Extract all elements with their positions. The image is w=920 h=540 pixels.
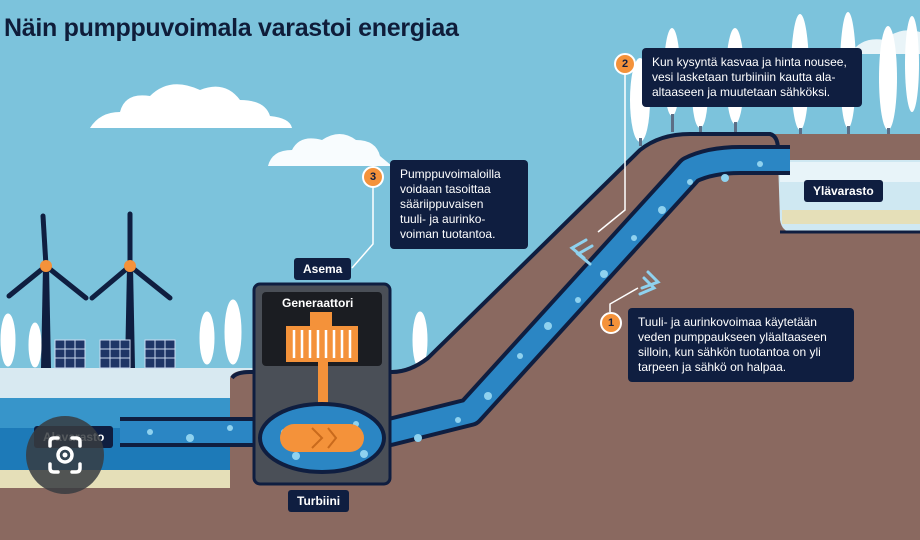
callout-2: Kun kysyntä kasvaa ja hinta nousee, vesi… [642,48,862,107]
upper-reservoir-label: Ylävarasto [804,180,883,202]
step-badge-3: 3 [362,166,384,188]
callout-3-line: Pumppuvoimaloilla [400,167,501,181]
solar-panel-icon [54,339,176,369]
callout-3-line: sääriippuvaisen [400,197,484,211]
double-chevron-down-left-icon [569,238,594,266]
leader-line-1 [609,287,639,312]
callout-2-line: altaaseen ja muutetaan sähköksi. [652,85,831,99]
leader-line-3 [351,186,374,269]
generator-label: Generaattori [282,296,354,310]
generator-icon [286,312,358,362]
wind-turbine-icon [6,213,89,368]
callout-1-line: tarpeen ja sähkö on halpaa. [638,360,787,374]
callout-1-line: veden pumppaukseen yläaltaaseen [638,330,827,344]
callout-1-line: silloin, kun sähkön tuotantoa on yli [638,345,821,359]
callout-1-line: Tuuli- ja aurinkovoimaa käytetään [638,315,817,329]
callout-3-line: voiman tuotantoa. [400,227,496,241]
upper-reservoir-sand [782,210,920,224]
page-title: Näin pumppuvoimala varastoi energiaa [4,14,459,42]
turbine-shaft [318,362,328,424]
callout-3: Pumppuvoimaloilla voidaan tasoittaa säär… [390,160,528,249]
step-badge-2: 2 [614,53,636,75]
callout-2-line: Kun kysyntä kasvaa ja hinta nousee, [652,55,847,69]
visual-search-lens-button[interactable] [26,416,104,494]
turbine-label: Turbiini [288,490,350,512]
penstock-pipe [120,149,790,443]
callout-3-line: tuuli- ja aurinko- [400,212,486,226]
snow-field [0,368,260,398]
hill-outline [230,132,780,380]
water-bubbles [147,161,763,442]
callout-2-line: vesi lasketaan turbiiniin kautta ala- [652,70,836,84]
cloud-icon [222,134,392,166]
tree-icon [0,299,428,369]
callout-1: Tuuli- ja aurinkovoimaa käytetään veden … [628,308,854,382]
cloud-icon [25,84,292,128]
step-badge-1: 1 [600,312,622,334]
leader-line-2 [597,72,626,233]
visual-search-lens-icon [48,436,82,474]
station-label: Asema [294,258,352,280]
turbine-icon [280,424,364,452]
double-chevron-up-right-icon [638,270,661,296]
callout-3-line: voidaan tasoittaa [400,182,491,196]
